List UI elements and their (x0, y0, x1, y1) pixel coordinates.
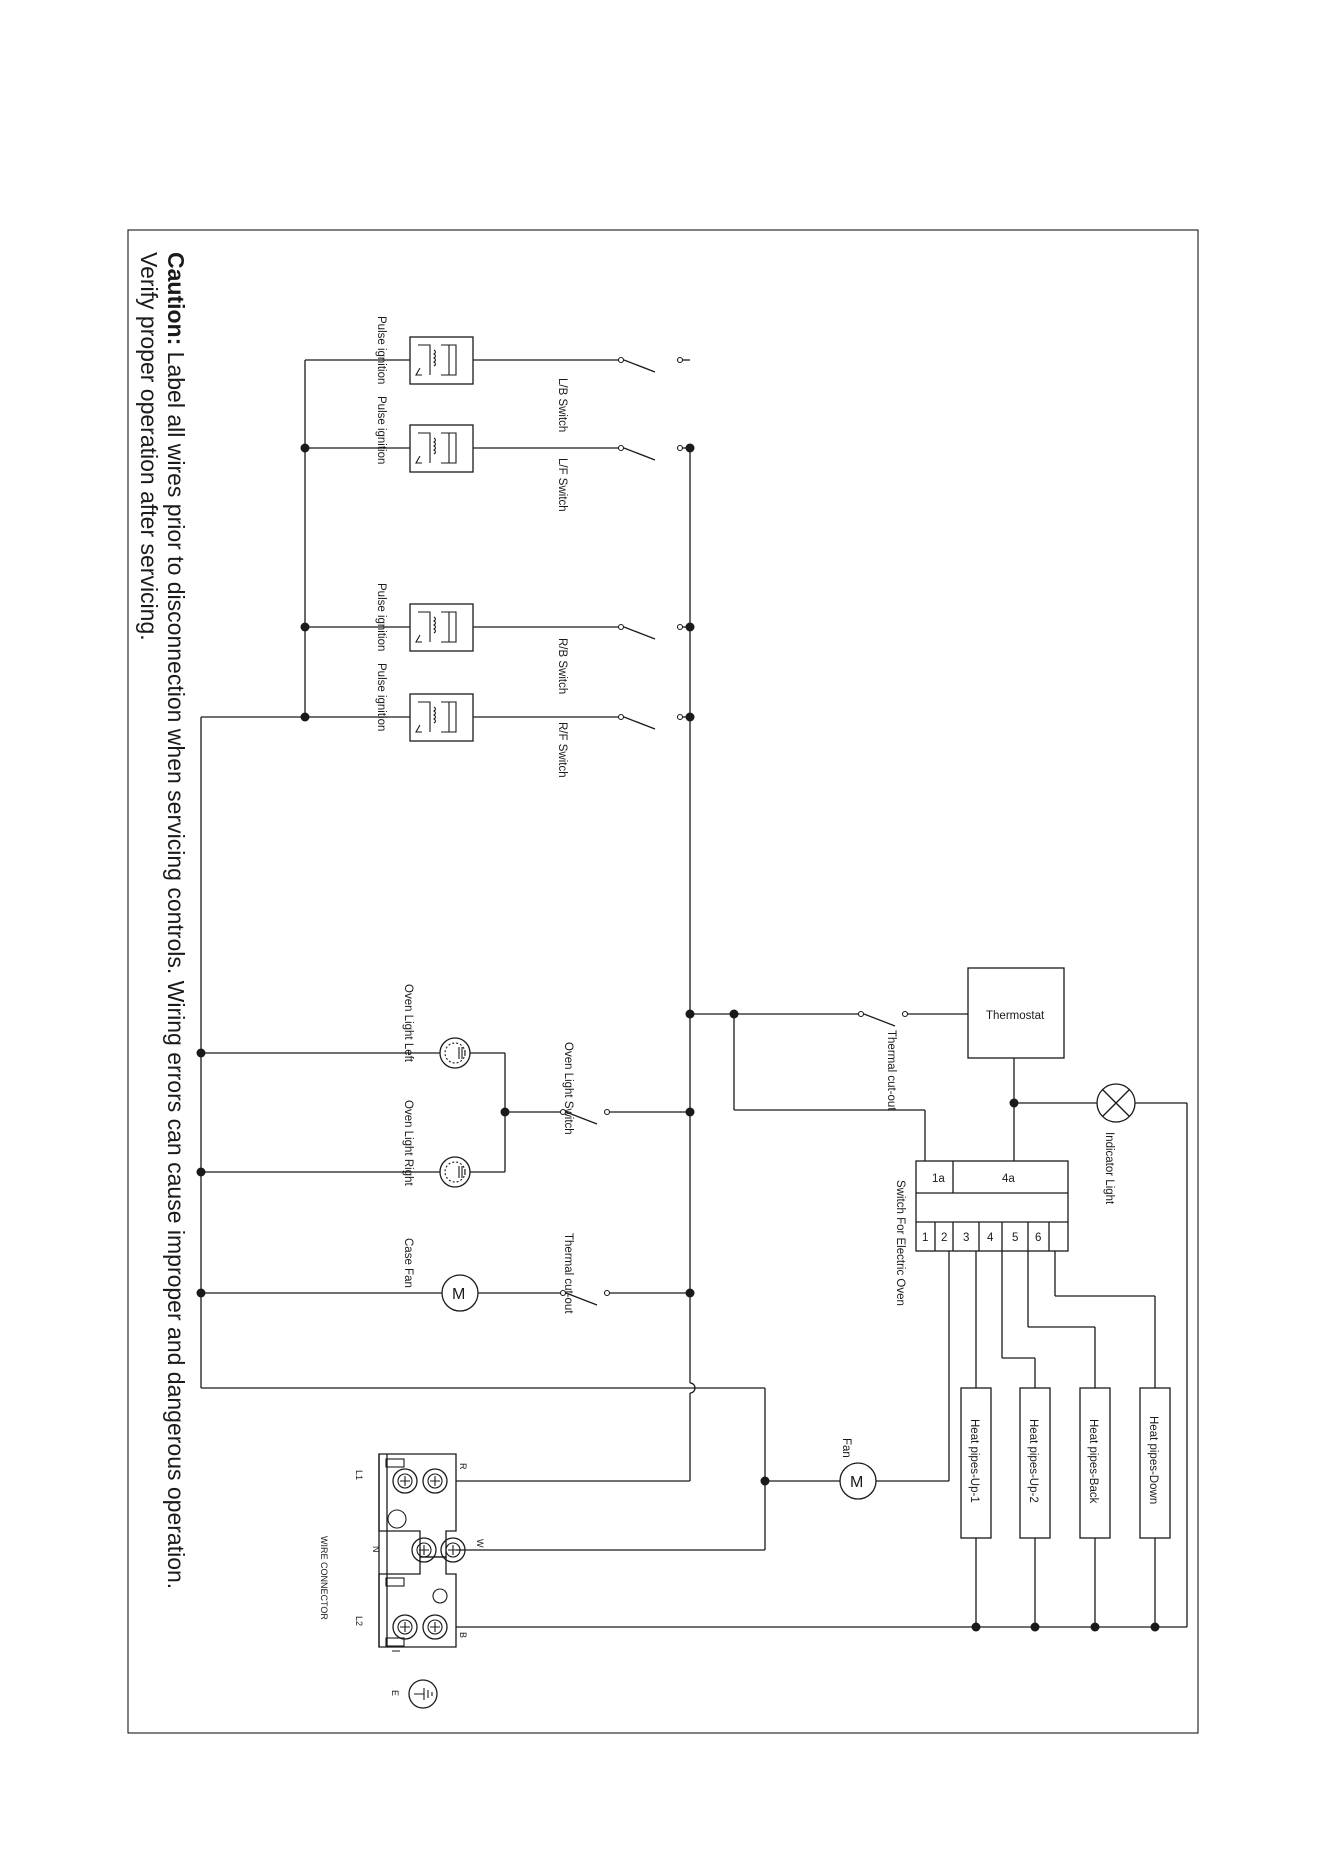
thermostat-cutout-label: Thermal cut-out (885, 1030, 897, 1111)
switch-terminal-2: 2 (941, 1232, 947, 1244)
switch-blade (623, 359, 656, 373)
terminal-l1-label: L1 (354, 1470, 364, 1480)
rb-switch-label: R/B Switch (556, 638, 568, 694)
heat-pipes: Heat pipes-Up-1 Heat pipes-Up-2 Heat pip… (960, 1387, 1171, 1539)
oven-switch-label: Switch For Electric Oven (894, 1180, 906, 1306)
case-fan-circuit: M Case Fan Thermal cut-out (201, 1233, 690, 1314)
rf-switch-label: R/F Switch (556, 722, 568, 778)
thermostat-box (967, 967, 1065, 1059)
svg-text:Caution: Label all wires prior: Caution: Label all wires prior to discon… (163, 252, 189, 1589)
pulse-ignition-label-3: Pulse ignition (375, 583, 387, 651)
heat-pipe-up-1 (960, 1387, 992, 1539)
lf-switch-label: L/F Switch (556, 458, 568, 512)
switch-terminal-5: 5 (1012, 1232, 1018, 1244)
junction-dots (196, 443, 1160, 1632)
fan-label: Fan (840, 1438, 852, 1458)
pulse-ignition-module (409, 693, 474, 742)
switch-blade (623, 626, 656, 640)
terminal-screws-l1 (392, 1468, 448, 1494)
heating-element-wires (877, 1251, 1156, 1627)
pulse-ignition-label-2: Pulse ignition (375, 396, 387, 464)
switch-terminal-1: 1 (922, 1232, 928, 1244)
oven-light-left-label: Oven Light Left (402, 984, 414, 1063)
switch-terminal-6: 6 (1035, 1232, 1041, 1244)
terminal-screws-l2 (392, 1614, 448, 1640)
earth-symbol (408, 1679, 438, 1709)
wire-b-label: B (458, 1632, 468, 1638)
heat-pipe-down-label: Heat pipes-Down (1147, 1416, 1159, 1504)
wire-w-label: W (475, 1539, 485, 1548)
heat-pipe-back-label: Heat pipes-Back (1087, 1419, 1099, 1504)
heat-pipe-up-2 (1019, 1387, 1051, 1539)
switch-terminal-3: 3 (963, 1232, 969, 1244)
pulse-ignition-label-1: Pulse ignition (375, 316, 387, 384)
ignition-row-lf (305, 424, 690, 473)
caution-note: Caution: Label all wires prior to discon… (136, 252, 189, 1589)
diagram-frame (127, 229, 1199, 1734)
lb-switch-label: L/B Switch (556, 378, 568, 432)
wire-r-label: R (458, 1463, 468, 1470)
ignition-row-lb (305, 336, 690, 385)
pulse-ignition-module (409, 336, 474, 385)
heat-pipe-down (1139, 1387, 1171, 1539)
indicator-light (1096, 1083, 1136, 1123)
ignition-row-rf (201, 693, 690, 742)
heat-pipe-back (1079, 1387, 1111, 1539)
caution-label: Caution: (163, 252, 189, 345)
switch-contact-4a: 4a (1002, 1173, 1015, 1185)
thermostat-label: Thermostat (986, 1010, 1045, 1022)
heat-pipe-up-1-label: Heat pipes-Up-1 (968, 1419, 980, 1503)
pulse-ignition-label-4: Pulse ignition (375, 663, 387, 731)
case-fan-label: Case Fan (402, 1238, 414, 1288)
oven-light-right-label: Oven Light Right (402, 1100, 414, 1186)
switch-blade (623, 447, 656, 461)
fan-circuit: M Fan (765, 1438, 877, 1500)
switch-terminal-4: 4 (987, 1232, 994, 1244)
fan-motor-symbol: M (850, 1474, 863, 1491)
indicator-light-label: Indicator Light (1103, 1132, 1115, 1205)
pulse-ignition-module (409, 603, 474, 652)
oven-selector-switch: 1a 4a 1 2 3 4 5 6 Switch For Electric Ov… (894, 1160, 1069, 1306)
switch-blade (623, 716, 656, 730)
oven-light-right-lamp (439, 1156, 471, 1188)
oven-light-left-lamp (439, 1037, 471, 1069)
earth-label: E (390, 1690, 400, 1696)
caution-text: Label all wires prior to disconnection w… (163, 345, 189, 1589)
heat-pipe-up-2-label: Heat pipes-Up-2 (1027, 1419, 1039, 1503)
case-fan-cutout-label: Thermal cut-out (562, 1233, 574, 1314)
oven-light-switch-blade (565, 1111, 598, 1125)
thermostat-circuit: Thermostat Thermal cut-out Indicator Lig… (690, 967, 1187, 1205)
pulse-ignition-module (409, 424, 474, 473)
switch-contact-1a: 1a (932, 1173, 945, 1185)
oven-light-switch-label: Oven Light Switch (562, 1042, 574, 1135)
ignition-row-rb (305, 603, 690, 652)
case-fan-motor-symbol: M (452, 1286, 465, 1303)
wire-connector: L1 N L2 R W B WIRE CONNECTOR E (319, 1453, 485, 1709)
terminal-screws-n (411, 1537, 466, 1563)
thermostat-cutout-blade (863, 1013, 896, 1027)
caution-text-line2: Verify proper operation after servicing. (136, 252, 162, 641)
case-fan-cutout-blade (565, 1292, 598, 1306)
wire-connector-title: WIRE CONNECTOR (319, 1536, 329, 1620)
terminal-n-label: N (371, 1546, 381, 1553)
oven-light-circuit: Oven Light Left Oven Light Right Oven Li… (201, 984, 690, 1188)
terminal-l2-label: L2 (354, 1616, 364, 1626)
ignition-circuit: Pulse ignition Pulse ignition Pulse igni… (201, 316, 690, 778)
